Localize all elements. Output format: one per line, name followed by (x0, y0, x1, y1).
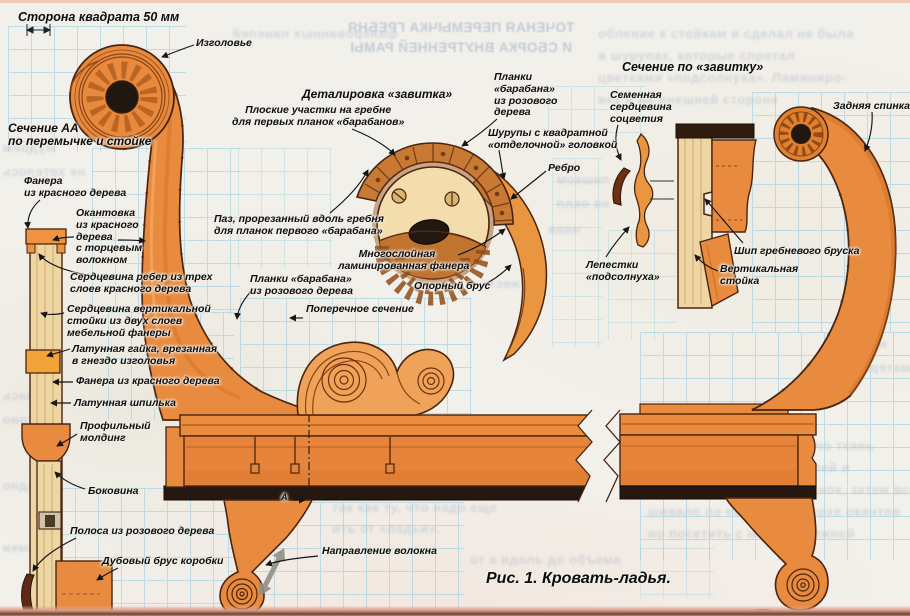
label-fanera-mid: Фанера из красного дерева (76, 375, 220, 387)
page-top-edge (0, 0, 910, 3)
grid-paper-patch (548, 86, 646, 136)
showthrough-line: обление к стойкам и сделал не была (598, 26, 855, 41)
scroll-detail-drawing (355, 142, 548, 362)
label-shurupy: Шурупы с квадратной«отделочной» головкой (488, 127, 618, 151)
label-sechenie-zavitku: Сечение по «завитку» (622, 60, 764, 74)
showthrough-line: от а вдоль до объема (470, 552, 621, 567)
label-dubovy-brus: Дубовый брус коробки (102, 555, 224, 567)
label-zadnyaya-spinka: Задняя спинка (833, 100, 910, 112)
label-polosa: Полоса из розового дерева (70, 525, 215, 537)
label-planki-barabana-mid: Планки «барабана»из розового дерева (250, 273, 353, 297)
grain-direction-arrow (258, 547, 286, 597)
bed-rail-right (594, 403, 817, 503)
scroll-volute-ornament (296, 341, 455, 416)
label-bokovina: Боковина (88, 485, 139, 497)
label-oporny-brus: Опорный брус (414, 280, 491, 292)
label-napravlenie: Направление волокна (322, 545, 437, 557)
headboard-side-view (69, 44, 346, 421)
grid-paper-patch (552, 158, 602, 346)
dimension-mark (25, 24, 52, 36)
bed-leg-left (219, 499, 314, 616)
label-latunnaya-shpilka: Латунная шпилька (74, 397, 176, 409)
label-poperechnoe: Поперечное сечение (306, 303, 414, 315)
page-bottom-edge (0, 606, 910, 616)
showthrough-line: вка и на внешней стороне (598, 92, 779, 107)
grid-paper-patch (608, 230, 676, 340)
section-aa-drawing (21, 228, 113, 614)
label-detalirovka: Деталировка «завитка» (302, 87, 453, 101)
label-caption: Рис. 1. Кровать-ладья. (486, 570, 671, 587)
label-rebro: Ребро (548, 162, 581, 174)
showthrough-line: цветками «подсолнуха». Ламиниро- (598, 70, 847, 85)
bed-leg-right (724, 497, 829, 615)
label-dim-note: Сторона квадрата 50 мм (18, 10, 180, 24)
back-panel-side-view (751, 106, 897, 412)
label-lepestki: Лепестки«подсолнуха» (586, 259, 660, 283)
grid-paper-patch (238, 148, 332, 268)
label-izgolovye: Изголовье (196, 37, 252, 49)
leader-arrows (24, 44, 873, 581)
showthrough-line: в шурупах, которые спрятал (598, 48, 796, 63)
label-ship: Шип гребневого бруска (734, 245, 860, 257)
label-section-mark-a: А (281, 492, 288, 502)
